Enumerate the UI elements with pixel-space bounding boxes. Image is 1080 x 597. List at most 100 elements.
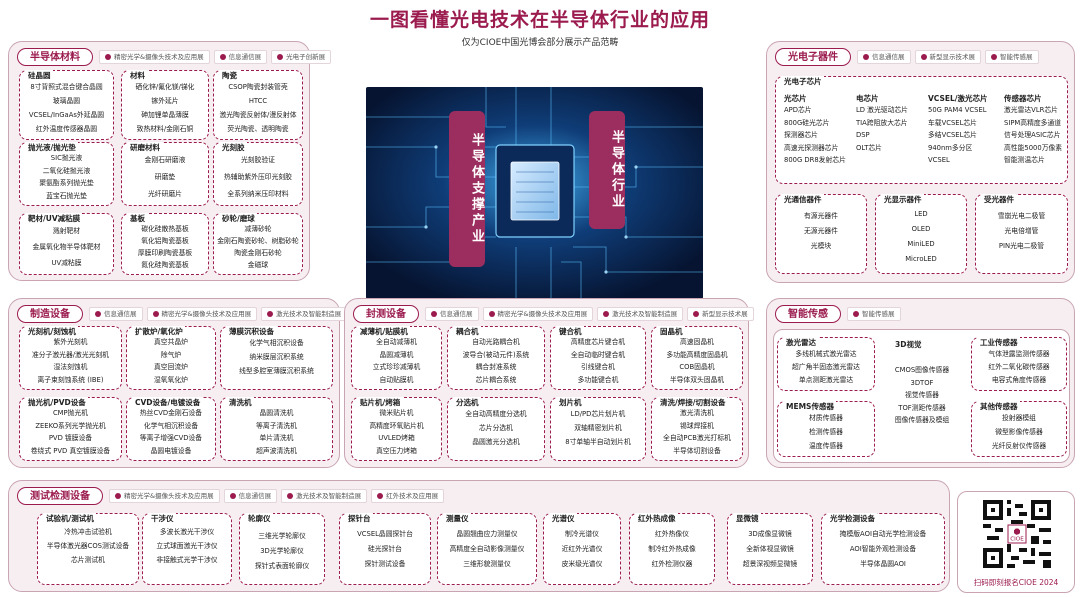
exhibition-chips: 精密光学&摄像头技术及应用展 信息通信展 激光技术及智能制造展 红外技术及应用展 — [109, 489, 445, 503]
category-box: 材料硒化锌/氟化镁/锑化镓外延片砷加锂单晶薄膜致热材料/金刚石铜 — [121, 70, 209, 140]
logo-icon — [287, 493, 294, 499]
category-box: 研磨材料金刚石研磨液研磨垫光纤研磨片 — [121, 142, 209, 206]
panel-label: 光电子器件 — [775, 48, 851, 66]
category-box: 激光雷达多线机械式激光雷达超广角半固态激光雷达单点测距激光雷达 — [777, 337, 875, 391]
category-box: 红外热成像红外热像仪制冷红外热成像红外检测仪器 — [629, 513, 715, 585]
exhibition-chip: 精密光学&摄像头技术及应用展 — [482, 307, 594, 321]
logo-icon — [603, 311, 610, 317]
exhibition-chip: 激光技术及智能制造展 — [261, 307, 348, 321]
chip-circuit-illustration: 半导体支撑产业 半导体行业 — [366, 87, 703, 299]
category-box: 光通信器件有源光器件无源光器件光模块 — [775, 194, 867, 274]
exhibition-chip: 智能传感展 — [847, 307, 901, 321]
category-box: 耦合机自动光路耦合机波导合(被动元件)系统耦合封准系统芯片耦合系统 — [447, 326, 545, 390]
qr-brand-text: CIOE — [1010, 536, 1024, 542]
exhibition-chip: 智能传感展 — [985, 50, 1039, 64]
exhibition-chip: 精密光学&摄像头技术及应用展 — [146, 307, 258, 321]
logo-icon — [920, 54, 927, 60]
panel-label: 半导体材料 — [17, 48, 93, 66]
panel-label: 测试检测设备 — [17, 487, 103, 505]
qr-code-icon[interactable]: CIOE — [983, 500, 1051, 568]
qr-caption: 扫码即刻报名CIOE 2024 — [973, 578, 1059, 587]
category-box: 分选机全自动高精度分选机芯片分选机晶圆激光分选机 — [447, 397, 545, 461]
category-box: 光刻机/刻蚀机紫外光刻机准分子激光器/激光光刻机湿法刻蚀机离子束刻蚀系统 (IB… — [19, 326, 122, 390]
exhibition-chip: 新型显示技术展 — [914, 50, 981, 64]
exhibition-chip: 激光技术及智能制造展 — [281, 489, 368, 503]
logo-icon — [431, 311, 437, 317]
category-box: 扩散炉/氧化炉真空共晶炉除气炉真空回流炉湿氧氧化炉 — [126, 326, 216, 390]
category-box: 光谱仪制冷光谱仪近红外光谱仪皮米级光谱仪 — [543, 513, 621, 585]
logo-icon — [991, 54, 997, 60]
exhibition-chip: 信息通信展 — [213, 50, 268, 64]
exhibition-chip: 信息通信展 — [857, 50, 911, 64]
page-subtitle: 仅为CIOE中国光博会部分展示产品范畴 — [461, 38, 619, 48]
logo-icon — [863, 54, 869, 60]
category-box: 基板碳化硅散热基板氧化铝陶瓷基板厚膜印刷陶瓷基板氮化硅陶瓷基板 — [121, 213, 209, 275]
exhibition-chips: 信息通信展 精密光学&摄像头技术及应用展 激光技术及智能制造展 — [89, 307, 348, 321]
exhibition-chips: 信息通信展 精密光学&摄像头技术及应用展 激光技术及智能制造展 新型显示技术展 — [425, 307, 754, 321]
category-box: 砂轮/磨球减薄砂轮金刚石陶瓷砂轮、树脂砂轮陶瓷金刚石砂轮金磁球 — [213, 213, 303, 275]
category-box: 薄膜沉积设备化学气相沉积设备纳米膜层沉积系统线型多腔室薄膜沉积系统 — [220, 326, 333, 390]
panel-test-inspection-equipment: 测试检测设备 精密光学&摄像头技术及应用展 信息通信展 激光技术及智能制造展 红… — [8, 480, 950, 592]
logo-icon — [853, 311, 859, 317]
category-box: 键合机高精度芯片键合机全自动临时键合机引线键合机多功能键合机 — [550, 326, 646, 390]
logo-icon — [115, 493, 121, 499]
category-box: 清洗机晶圆清洗机等离子清洗机单片清洗机超声波清洗机 — [220, 397, 333, 461]
category-box: 光刻胶光刻胶验证热辅助紫外压印光刻胶全系列纳米压印材料 — [213, 142, 303, 206]
exhibition-chip: 激光技术及智能制造展 — [597, 307, 684, 321]
category-box: 试验机/测试机冷热冲击试验机半导体激光器COS测试设备芯片测试机 — [37, 513, 139, 585]
exhibition-chip: 光电子创新展 — [271, 50, 332, 64]
category-box: 其他传感器投射器模组微型影像传感器光纤反射仪传感器 — [971, 401, 1067, 457]
qr-registration-panel: CIOE 扫码即刻报名CIOE 2024 — [957, 491, 1075, 593]
logo-icon — [152, 311, 159, 317]
category-box: 测量仪晶圆翘曲应力测量仪高精度全自动影像测量仪三维形貌测量仪 — [437, 513, 537, 585]
logo-icon — [277, 54, 284, 60]
panel-label: 封测设备 — [353, 305, 419, 323]
logo-icon — [95, 311, 101, 317]
logo-icon — [219, 54, 226, 60]
exhibition-chip: 信息通信展 — [425, 307, 479, 321]
exhibition-chips: 智能传感展 — [847, 307, 901, 321]
exhibition-chip: 精密光学&摄像头技术及应用展 — [109, 489, 220, 503]
exhibition-chips: 精密光学&摄像头技术及应用展 信息通信展 光电子创新展 — [99, 50, 332, 64]
panel-label: 制造设备 — [17, 305, 83, 323]
category-box: MEMS传感器材质传感器检测传感器温度传感器 — [777, 401, 875, 457]
category-box: 干涉仪多波长激光干涉仪立式球面激光干涉仪非接触式光学干涉仪 — [142, 513, 232, 585]
exhibition-chip: 新型显示技术展 — [687, 307, 754, 321]
logo-icon — [377, 493, 384, 499]
panel-packaging-testing-equipment: 封测设备 信息通信展 精密光学&摄像头技术及应用展 激光技术及智能制造展 新型显… — [344, 298, 754, 468]
logo-icon — [488, 311, 495, 317]
exhibition-chip: 精密光学&摄像头技术及应用展 — [99, 50, 210, 64]
exhibition-chips: 信息通信展 新型显示技术展 智能传感展 — [857, 50, 1039, 64]
logo-icon — [229, 493, 236, 499]
category-box: 工业传感器气体泄露监测传感器红外二氧化碳传感器电容式角度传感器 — [971, 337, 1067, 391]
circuit-board-image — [366, 87, 703, 299]
category-box: 清洗/焊接/切割设备激光清洗机锡球焊接机全自动PCB激光打标机半导体切割设备 — [651, 397, 743, 461]
semiconductor-industry-tag: 半导体行业 — [589, 111, 625, 229]
logo-icon — [267, 311, 274, 317]
logo-icon — [105, 54, 111, 60]
page-title: 一图看懂光电技术在半导体行业的应用 — [369, 9, 710, 31]
category-box: 减薄机/贴膜机全自动减薄机晶圆减薄机立式珍珍减薄机自动贴膜机 — [351, 326, 442, 390]
